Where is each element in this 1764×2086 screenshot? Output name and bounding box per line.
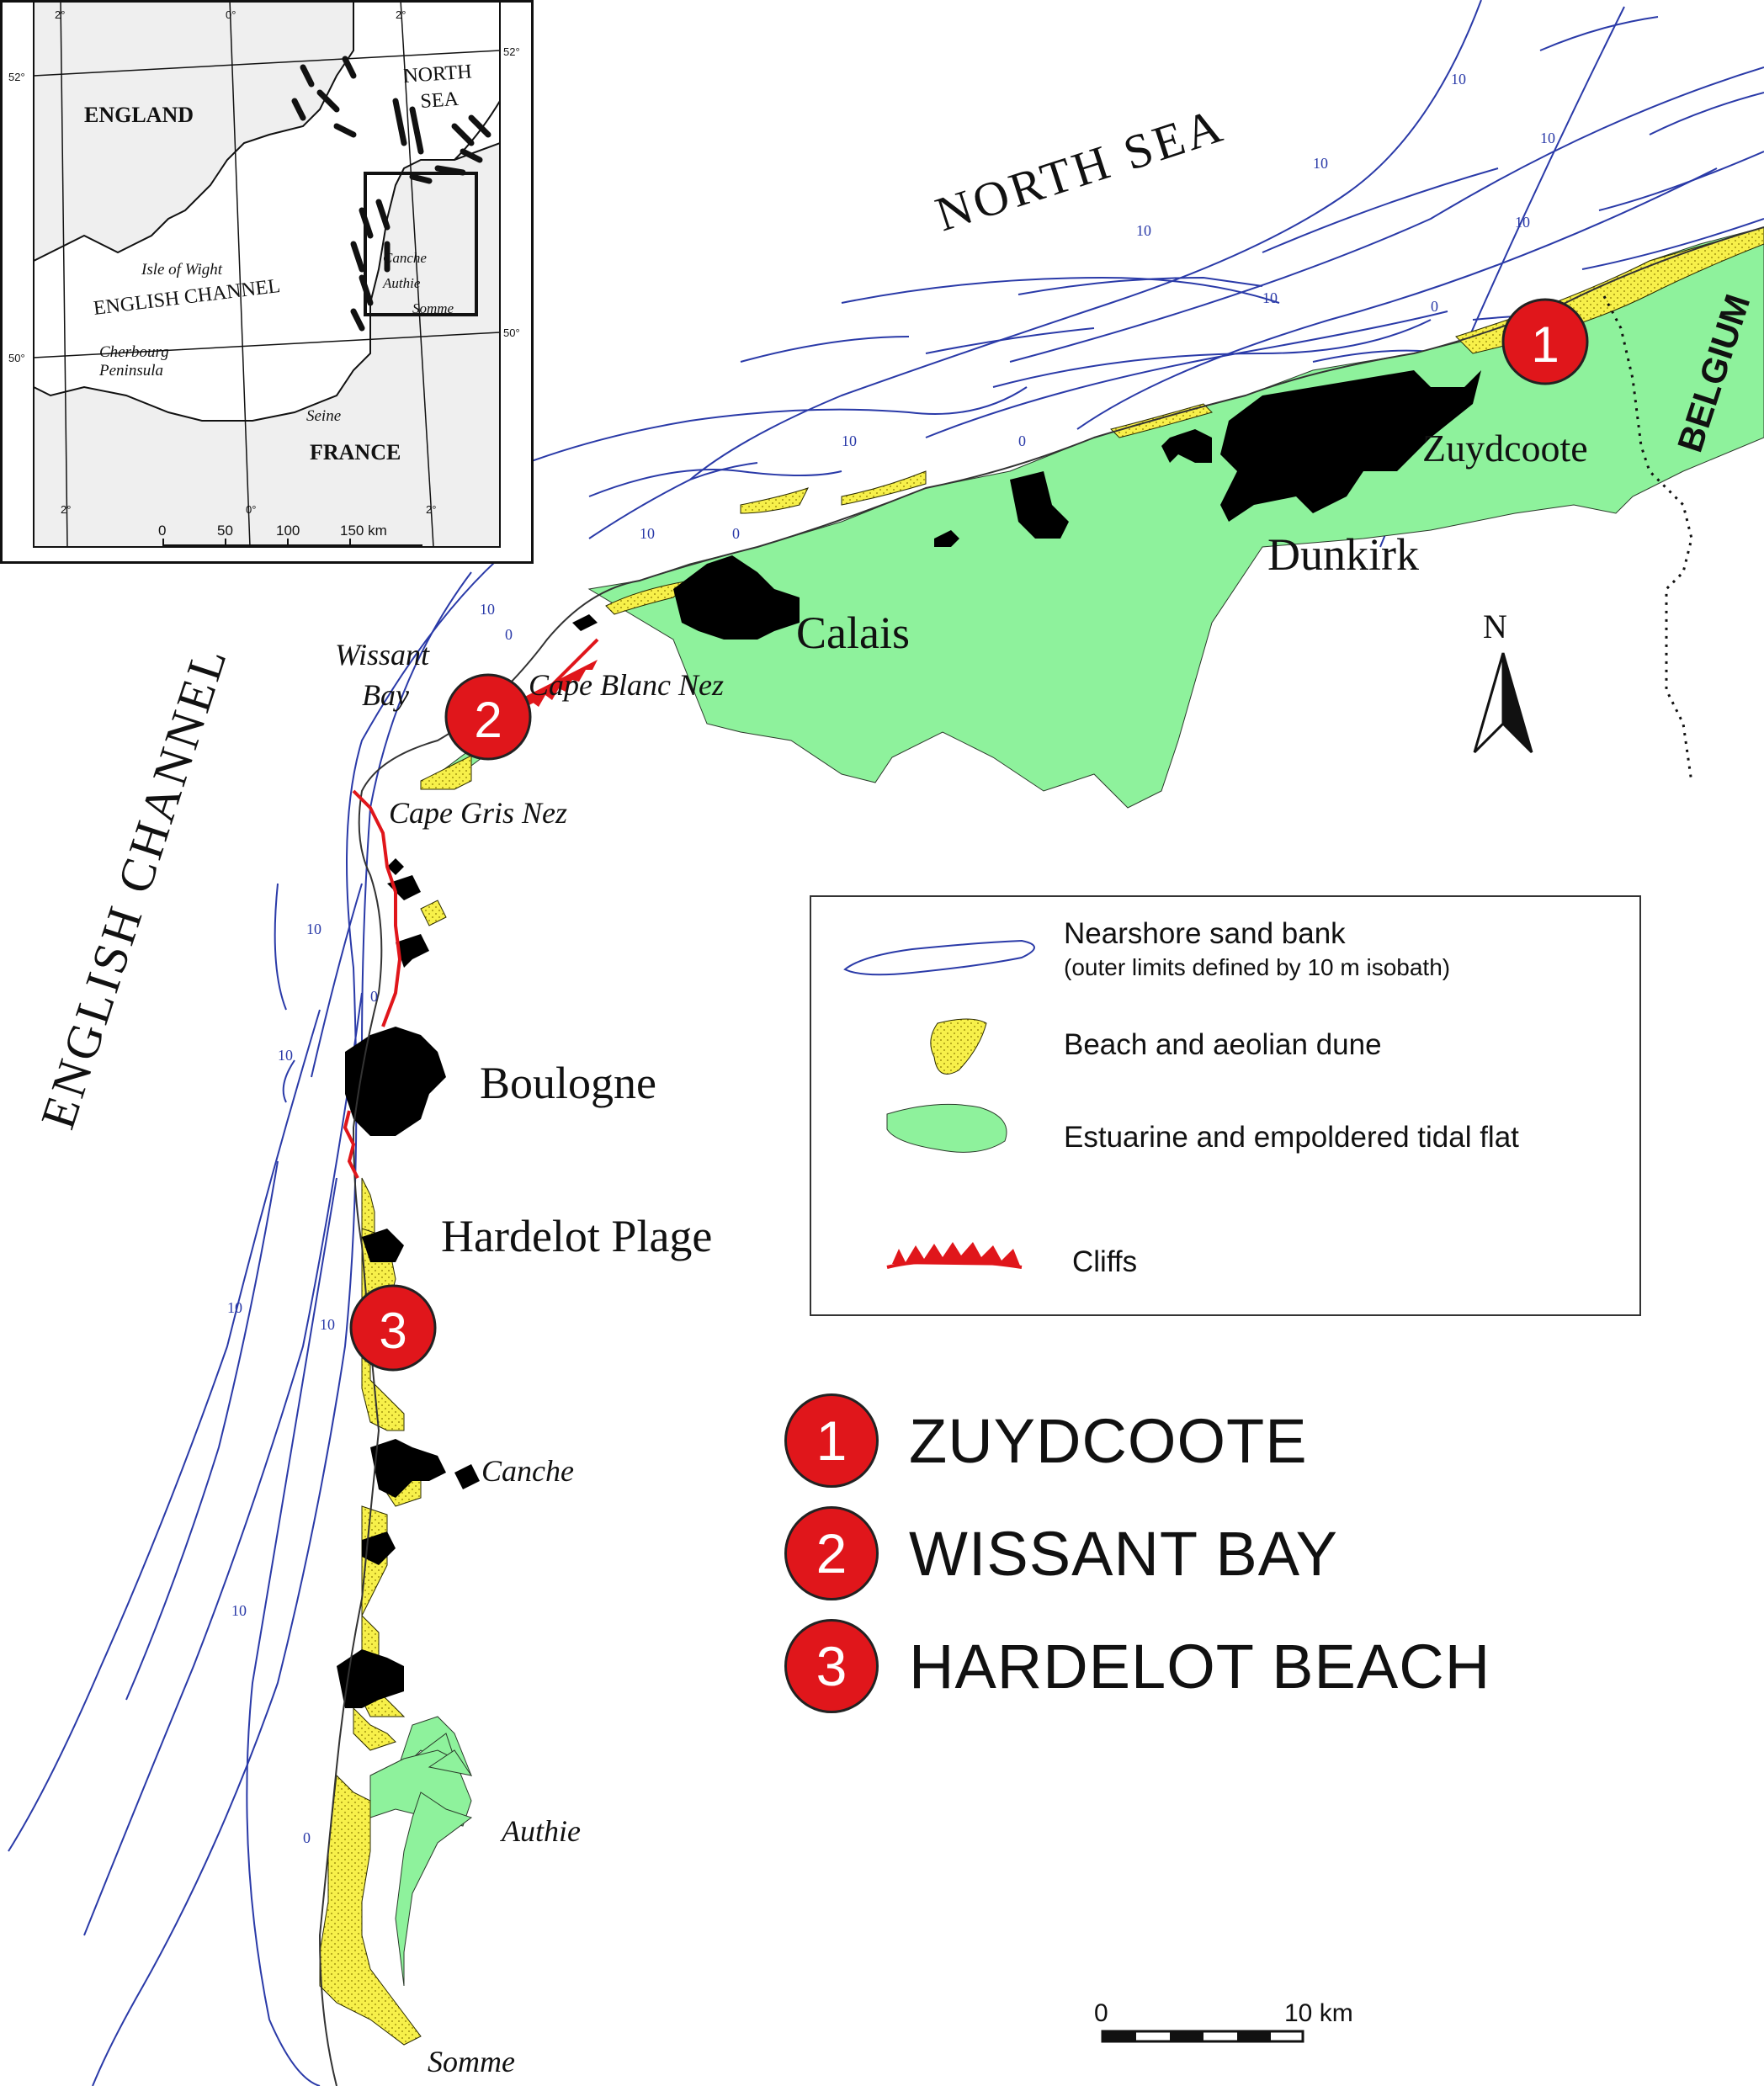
inset-isle-of-wight: Isle of Wight <box>141 261 223 279</box>
inset-france <box>33 141 501 548</box>
inset-map: ENGLAND FRANCE NORTH SEA ENGLISH CHANNEL… <box>0 0 534 564</box>
isobath-label: 10 <box>1136 222 1151 239</box>
isobath-label: 0 <box>505 626 513 643</box>
english-channel-label: ENGLISH CHANNEL <box>30 639 238 1135</box>
inset-scale-50: 50 <box>217 523 233 539</box>
canche-label: Canche <box>481 1454 574 1488</box>
legend-tidal-symbol <box>886 1103 1007 1153</box>
isobath-label: 10 <box>1451 71 1466 88</box>
map-marker-1-number: 1 <box>1531 316 1559 373</box>
inset-north-sea-label-1: NORTH <box>403 61 473 88</box>
north-sea-label: NORTH SEA <box>929 97 1231 242</box>
legend-tidal-label: Estuarine and empoldered tidal flat <box>1064 1121 1519 1154</box>
isobath-label: 10 <box>227 1299 242 1316</box>
coastline <box>318 226 1764 2086</box>
inset-england-label: ENGLAND <box>84 103 194 127</box>
legend-sandbank-sublabel: (outer limits defined by 10 m isobath) <box>1064 954 1451 980</box>
isobath-label: 0 <box>1431 298 1438 315</box>
isobath-label: 10 <box>231 1602 247 1619</box>
isobath-label: 10 <box>1313 155 1328 172</box>
isobath-label: 0 <box>1018 433 1026 449</box>
wissant-bay-label-1: Wissant <box>335 638 430 671</box>
wissant-bay-label-2: Bay <box>362 678 409 712</box>
map-marker-3-number: 3 <box>379 1303 406 1359</box>
isobath-label: 10 <box>1262 289 1278 306</box>
north-arrow: N <box>1473 608 1533 754</box>
legend-sandbank-label: Nearshore sand bank <box>1064 917 1346 950</box>
inset-lon-top-3: 2° <box>396 8 406 21</box>
inset-lon-top-1: 2° <box>55 8 65 21</box>
town-dunkirk: Dunkirk <box>1267 529 1419 580</box>
inset-scale-0: 0 <box>158 523 166 539</box>
inset-authie: Authie <box>382 275 421 291</box>
somme-label: Somme <box>428 2045 515 2078</box>
inset-somme: Somme <box>412 300 454 316</box>
site-marker: 1 <box>784 1393 879 1488</box>
legend-symbols <box>843 939 1035 1269</box>
site-name: WISSANT BAY <box>909 1518 1338 1589</box>
isobath-label: 10 <box>1540 130 1555 146</box>
inset-lon-bottom-3: 2° <box>426 503 436 516</box>
inset-lat-50-left: 50° <box>8 352 25 364</box>
inset-lon-bottom-1: 2° <box>61 503 71 516</box>
site-name: HARDELOT BEACH <box>909 1631 1491 1701</box>
map-marker-2-number: 2 <box>474 692 502 748</box>
isobath-label: 0 <box>732 525 740 542</box>
scale-bar-end: 10 km <box>1284 1999 1353 2027</box>
scale-bar: 0 10 km <box>1094 1999 1353 2043</box>
legend-cliff-label: Cliffs <box>1072 1245 1138 1278</box>
site-list-item: 2 WISSANT BAY <box>784 1503 1338 1604</box>
site-list-item: 1 ZUYDCOOTE <box>784 1390 1308 1491</box>
inset-england <box>33 0 354 263</box>
legend: Nearshore sand bank (outer limits define… <box>810 895 1641 1316</box>
legend-beach-label: Beach and aeolian dune <box>1064 1028 1382 1061</box>
isobath-label: 10 <box>1515 214 1530 231</box>
legend-beach-symbol <box>930 1018 987 1075</box>
inset-cherbourg-1: Cherbourg <box>99 343 169 361</box>
site-list-item: 3 HARDELOT BEACH <box>784 1616 1490 1717</box>
inset-seine: Seine <box>306 407 341 425</box>
site-marker: 3 <box>784 1619 879 1713</box>
isobath-label: 10 <box>320 1316 335 1333</box>
scale-bar-start: 0 <box>1094 1999 1108 2027</box>
inset-scale-150: 150 km <box>340 523 387 539</box>
town-boulogne: Boulogne <box>480 1058 656 1108</box>
inset-lon-top-2: 0° <box>226 8 236 21</box>
inset-canche: Canche <box>383 250 427 266</box>
inset-lat-52-right: 52° <box>503 45 520 58</box>
isobath-label: 10 <box>278 1047 293 1064</box>
inset-lat-52-left: 52° <box>8 71 25 83</box>
site-name: ZUYDCOOTE <box>909 1405 1308 1476</box>
isobath-labels: 10 10 10 10 10 10 10 10 10 0 0 0 0 10 10… <box>227 71 1555 1846</box>
cape-gris-nez-label: Cape Gris Nez <box>389 796 567 830</box>
isobath-label: 10 <box>842 433 857 449</box>
town-calais: Calais <box>796 608 910 658</box>
sand-banks <box>8 0 1764 2086</box>
cape-blanc-nez-label: Cape Blanc Nez <box>529 668 724 702</box>
urban-areas <box>337 370 1481 1708</box>
inset-scale-100: 100 <box>276 523 300 539</box>
legend-sandbank-symbol <box>843 939 1035 976</box>
inset-lat-50-right: 50° <box>503 326 520 339</box>
town-hardelot-plage: Hardelot Plage <box>441 1211 712 1261</box>
isobath-label: 10 <box>480 601 495 618</box>
isobath-label: 10 <box>640 525 655 542</box>
inset-france-label: FRANCE <box>310 440 401 464</box>
north-arrow-label: N <box>1483 608 1507 645</box>
authie-label: Authie <box>500 1814 581 1848</box>
site-markers-on-map: 1 2 3 <box>349 298 1589 1372</box>
site-marker: 2 <box>784 1506 879 1600</box>
town-zuydcoote: Zuydcoote <box>1422 427 1588 470</box>
isobath-label: 0 <box>303 1829 311 1846</box>
isobath-label: 10 <box>306 921 321 937</box>
isobath-label: 0 <box>370 988 378 1005</box>
inset-lon-bottom-2: 0° <box>246 503 256 516</box>
inset-cherbourg-2: Peninsula <box>98 362 163 380</box>
inset-north-sea-label-2: SEA <box>420 88 460 113</box>
